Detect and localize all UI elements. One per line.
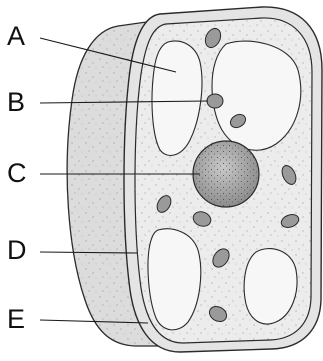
vacuole-upper-right: [212, 41, 301, 150]
organelle-b: [207, 94, 223, 108]
label-a: A: [7, 23, 25, 50]
label-b: B: [7, 89, 25, 116]
label-e: E: [7, 306, 25, 333]
nucleus-texture: [193, 141, 259, 207]
vacuole-lower-left: [148, 229, 201, 330]
label-c: C: [7, 160, 27, 187]
label-d: D: [7, 237, 27, 264]
